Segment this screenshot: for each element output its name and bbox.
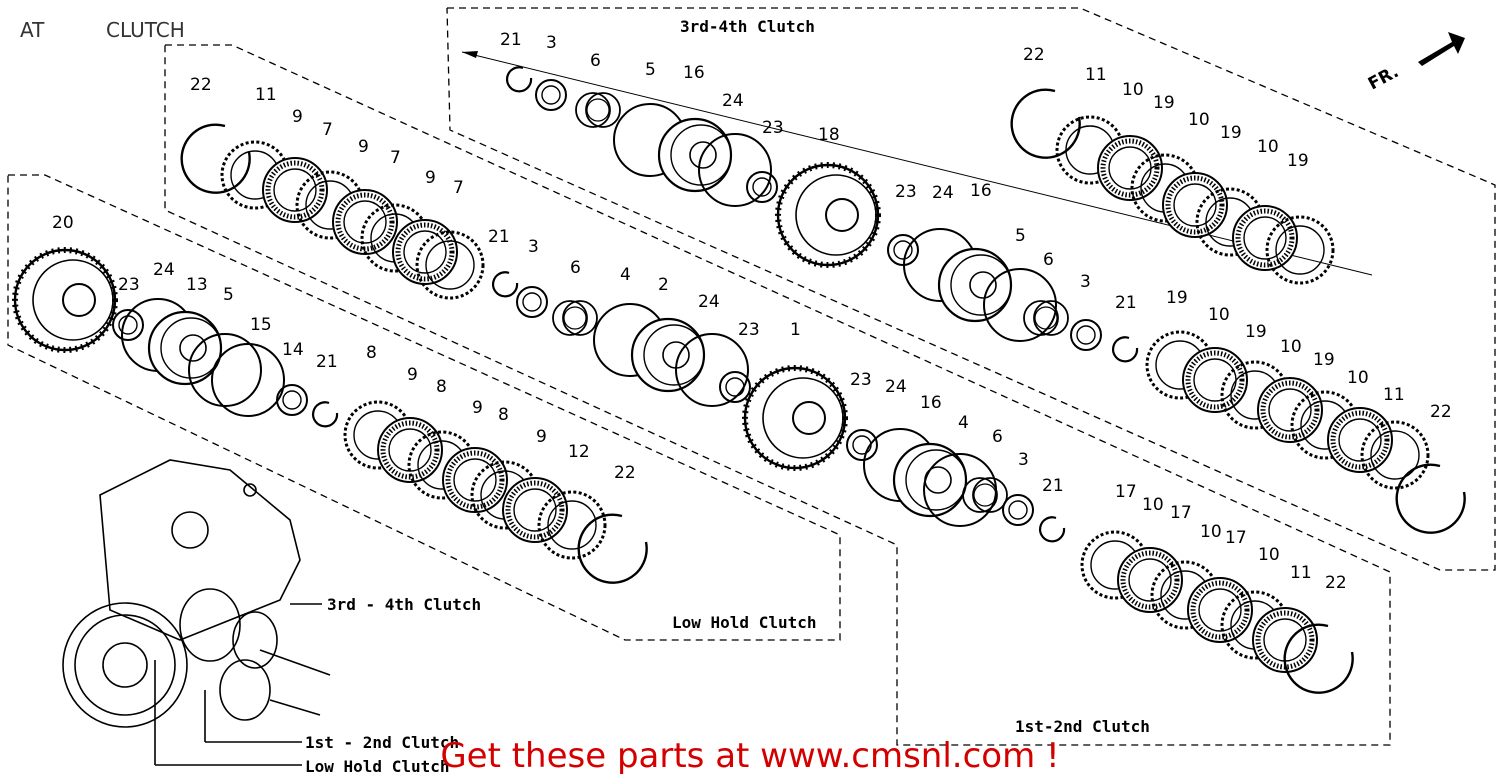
group-outline-1st-2nd bbox=[164, 44, 1391, 746]
callout-24: 24 bbox=[885, 377, 907, 397]
callout-8: 8 bbox=[498, 405, 509, 425]
callout-17: 17 bbox=[1170, 503, 1192, 523]
callout-6: 6 bbox=[1043, 250, 1054, 270]
callout-7: 7 bbox=[453, 178, 464, 198]
callout-12: 12 bbox=[568, 442, 590, 462]
axis-line-3rd-4th bbox=[461, 51, 1373, 276]
callout-22: 22 bbox=[190, 75, 212, 95]
section-title: CLUTCH bbox=[106, 18, 185, 42]
callout-21: 21 bbox=[1115, 293, 1137, 313]
callout-22: 22 bbox=[1430, 402, 1452, 422]
callout-20: 20 bbox=[52, 213, 74, 233]
callout-19: 19 bbox=[1166, 288, 1188, 308]
callout-23: 23 bbox=[762, 118, 784, 138]
callout-24: 24 bbox=[153, 260, 175, 280]
callout-9: 9 bbox=[407, 365, 418, 385]
callout-10: 10 bbox=[1188, 110, 1210, 130]
callout-21: 21 bbox=[1042, 476, 1064, 496]
callout-3: 3 bbox=[1080, 272, 1091, 292]
callout-9: 9 bbox=[292, 107, 303, 127]
callout-19: 19 bbox=[1245, 322, 1267, 342]
callout-6: 6 bbox=[992, 427, 1003, 447]
transmission-inset bbox=[62, 459, 331, 766]
arrow-head-icon bbox=[462, 51, 478, 58]
callout-21: 21 bbox=[500, 30, 522, 50]
callout-5: 5 bbox=[645, 60, 656, 80]
front-arrow-icon: FR. bbox=[1365, 32, 1465, 94]
inset-label-1st-2nd-clutch: 1st - 2nd Clutch bbox=[305, 733, 459, 752]
group-outline-low-hold bbox=[7, 174, 841, 641]
callout-22: 22 bbox=[1023, 45, 1045, 65]
callout-5: 5 bbox=[223, 285, 234, 305]
callout-10: 10 bbox=[1257, 137, 1279, 157]
inset-label-3rd-4th-clutch: 3rd - 4th Clutch bbox=[327, 595, 481, 614]
callout-19: 19 bbox=[1153, 93, 1175, 113]
callout-11: 11 bbox=[1290, 563, 1312, 583]
callout-19: 19 bbox=[1287, 151, 1309, 171]
callout-14: 14 bbox=[282, 340, 304, 360]
callout-21: 21 bbox=[488, 227, 510, 247]
inset-label-low-hold-clutch: Low Hold Clutch bbox=[305, 757, 450, 776]
callout-7: 7 bbox=[390, 148, 401, 168]
callout-6: 6 bbox=[590, 51, 601, 71]
callout-11: 11 bbox=[255, 85, 277, 105]
callout-23: 23 bbox=[118, 275, 140, 295]
promo-banner[interactable]: Get these parts at www.cmsnl.com ! bbox=[440, 736, 1060, 776]
group-label-3rd-4th-clutch: 3rd-4th Clutch bbox=[680, 17, 815, 36]
callout-10: 10 bbox=[1258, 545, 1280, 565]
callout-19: 19 bbox=[1220, 123, 1242, 143]
callout-24: 24 bbox=[932, 183, 954, 203]
callout-11: 11 bbox=[1383, 385, 1405, 405]
callout-23: 23 bbox=[895, 182, 917, 202]
callout-10: 10 bbox=[1280, 337, 1302, 357]
callout-8: 8 bbox=[366, 343, 377, 363]
callout-16: 16 bbox=[970, 181, 992, 201]
callout-3: 3 bbox=[528, 237, 539, 257]
callout-22: 22 bbox=[1325, 573, 1347, 593]
callout-21: 21 bbox=[316, 352, 338, 372]
callout-18: 18 bbox=[818, 125, 840, 145]
callout-19: 19 bbox=[1313, 350, 1335, 370]
callout-23: 23 bbox=[850, 370, 872, 390]
callout-13: 13 bbox=[186, 275, 208, 295]
callout-3: 3 bbox=[1018, 450, 1029, 470]
front-label: FR. bbox=[1365, 62, 1402, 94]
callout-3: 3 bbox=[546, 33, 557, 53]
callout-2: 2 bbox=[658, 275, 669, 295]
callout-10: 10 bbox=[1347, 368, 1369, 388]
callout-4: 4 bbox=[958, 413, 969, 433]
callout-10: 10 bbox=[1122, 80, 1144, 100]
callout-10: 10 bbox=[1142, 495, 1164, 515]
group-label-low-hold-clutch: Low Hold Clutch bbox=[672, 613, 817, 632]
callout-10: 10 bbox=[1200, 522, 1222, 542]
callout-24: 24 bbox=[698, 292, 720, 312]
callout-1: 1 bbox=[790, 320, 801, 340]
callout-9: 9 bbox=[536, 427, 547, 447]
callout-11: 11 bbox=[1085, 65, 1107, 85]
model-label: AT bbox=[20, 18, 45, 42]
callout-4: 4 bbox=[620, 265, 631, 285]
callout-8: 8 bbox=[436, 377, 447, 397]
callout-24: 24 bbox=[722, 91, 744, 111]
callout-15: 15 bbox=[250, 315, 272, 335]
callout-5: 5 bbox=[1015, 226, 1026, 246]
callout-9: 9 bbox=[358, 137, 369, 157]
callout-17: 17 bbox=[1115, 482, 1137, 502]
callout-6: 6 bbox=[570, 258, 581, 278]
callout-9: 9 bbox=[425, 168, 436, 188]
callout-17: 17 bbox=[1225, 528, 1247, 548]
callout-9: 9 bbox=[472, 398, 483, 418]
callout-7: 7 bbox=[322, 120, 333, 140]
callout-16: 16 bbox=[683, 63, 705, 83]
callout-10: 10 bbox=[1208, 305, 1230, 325]
callout-numbers: 1 2 3 3 3 3 4 4 5 5 5 6 6 6 6 7 7 7 8 8 … bbox=[52, 30, 1452, 593]
callout-23: 23 bbox=[738, 320, 760, 340]
callout-16: 16 bbox=[920, 393, 942, 413]
callout-22: 22 bbox=[614, 463, 636, 483]
group-label-1st-2nd-clutch: 1st-2nd Clutch bbox=[1015, 717, 1150, 736]
group-outline-3rd-4th bbox=[446, 7, 1496, 571]
